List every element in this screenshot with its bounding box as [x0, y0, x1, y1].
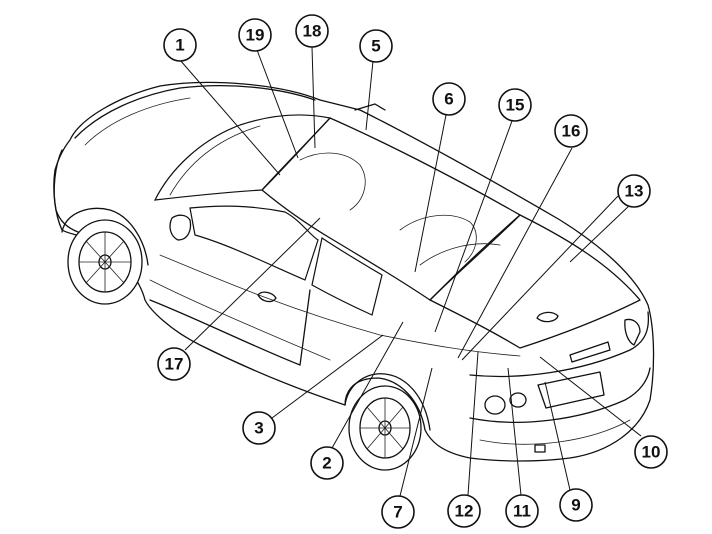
callout-17: 17: [157, 347, 191, 381]
callout-2: 2: [310, 446, 344, 480]
svg-text:10: 10: [642, 443, 661, 462]
callout-1: 1: [163, 28, 197, 62]
rear-panel: [469, 311, 650, 378]
leader-lines: [179, 46, 642, 497]
svg-text:12: 12: [455, 502, 474, 521]
tail-lights: [484, 318, 641, 415]
callout-7: 7: [381, 495, 415, 529]
windshield-frame: [169, 125, 261, 196]
callout-15: 15: [498, 88, 532, 122]
svg-text:17: 17: [165, 355, 184, 374]
door-handle: [257, 291, 277, 303]
rear-seat-back: [419, 243, 501, 266]
leader-15: [434, 120, 513, 333]
callout-labels: 1 19 18 5 6 15 16 13 17 3 2 7 12 11 9 10: [157, 14, 668, 529]
car-illustration: [53, 81, 655, 471]
body-crease: [159, 254, 521, 357]
svg-text:13: 13: [625, 182, 644, 201]
callout-9: 9: [559, 488, 593, 522]
front-wheel: [67, 219, 143, 305]
svg-text:11: 11: [513, 502, 531, 521]
svg-text:9: 9: [571, 496, 580, 515]
callout-13: 13: [617, 174, 651, 208]
front-seat: [299, 152, 366, 211]
svg-text:3: 3: [254, 419, 263, 438]
hood-outline: [74, 85, 316, 139]
leader-6: [414, 114, 447, 273]
leader-5: [365, 60, 374, 131]
side-mirror: [169, 214, 192, 241]
leader-3: [271, 334, 384, 419]
callout-19: 19: [238, 18, 272, 52]
leader-19: [256, 49, 299, 159]
leader-17: [184, 217, 321, 351]
rear-seat: [399, 215, 477, 263]
exhaust: [534, 444, 546, 453]
front-side-window: [189, 205, 319, 281]
svg-text:2: 2: [322, 454, 331, 473]
trunk-emblem: [536, 311, 559, 323]
trunk-lid: [429, 214, 641, 349]
callout-12: 12: [447, 494, 481, 528]
rear-wheel: [348, 385, 422, 471]
svg-text:16: 16: [562, 122, 581, 141]
svg-text:18: 18: [303, 22, 322, 41]
leader-1: [179, 59, 281, 176]
leader-11: [507, 367, 522, 496]
license-plate-area: [537, 371, 605, 409]
callout-3: 3: [242, 411, 276, 445]
leader-18: [311, 46, 316, 149]
callout-11: 11: [505, 494, 539, 528]
leader-9: [544, 381, 571, 491]
leader-7: [399, 367, 433, 497]
callout-18: 18: [295, 14, 329, 48]
front-door: [149, 289, 311, 366]
rear-side-window: [311, 237, 383, 316]
side-sill: [149, 279, 331, 361]
hood-crease: [84, 97, 191, 146]
callout-6: 6: [432, 82, 466, 116]
svg-text:5: 5: [371, 37, 380, 56]
svg-text:6: 6: [444, 90, 453, 109]
front-bumper: [53, 149, 79, 233]
leader-12: [467, 351, 479, 496]
svg-text:19: 19: [246, 26, 265, 45]
leader-10: [539, 356, 642, 437]
leader-2: [331, 321, 404, 449]
third-brake-light: [569, 341, 611, 363]
svg-text:1: 1: [175, 36, 184, 55]
cabin-opening: [261, 117, 521, 301]
callout-16: 16: [554, 114, 588, 148]
leader-13: [569, 203, 632, 263]
callout-10: 10: [634, 435, 668, 469]
svg-text:15: 15: [506, 96, 525, 115]
leader-13b: [461, 195, 619, 361]
front-wheel-arch: [61, 207, 149, 266]
leader-16: [457, 147, 573, 359]
callout-5: 5: [359, 29, 393, 63]
svg-text:7: 7: [393, 503, 402, 522]
rear-bumper: [469, 367, 651, 423]
antenna: [354, 103, 386, 111]
